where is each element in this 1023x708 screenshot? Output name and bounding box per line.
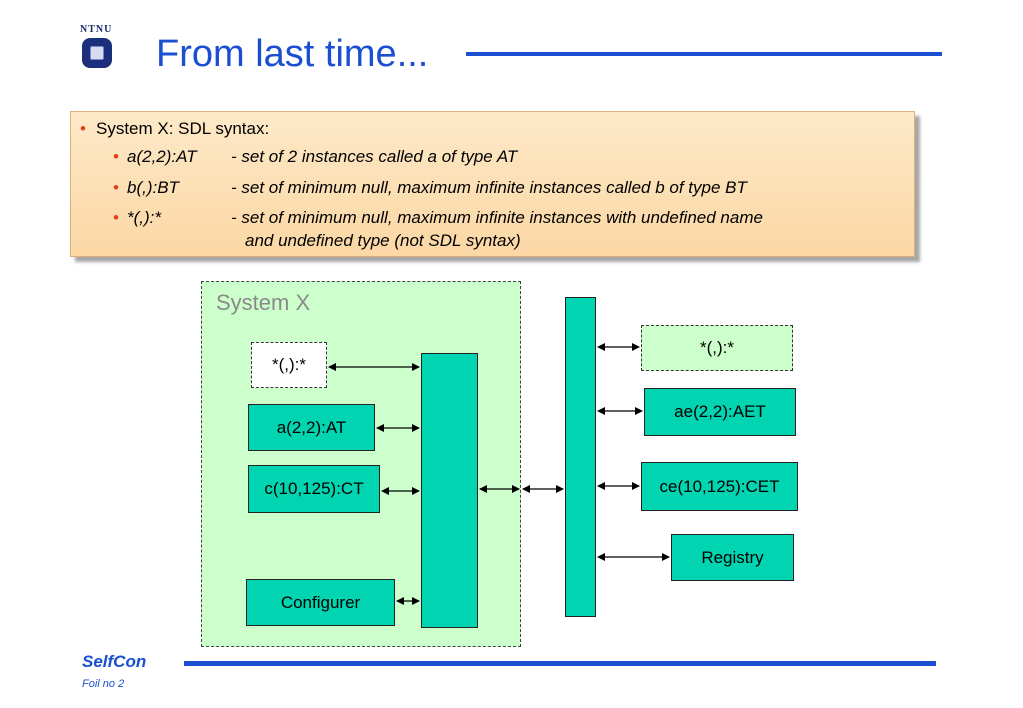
system-x-label: System X <box>216 290 311 315</box>
footer-title: SelfCon <box>82 652 147 671</box>
bullet-desc: - set of 2 instances called a of type AT <box>231 147 518 166</box>
bullet-desc-continued: and undefined type (not SDL syntax) <box>245 231 521 250</box>
page-title: From last time... <box>156 33 429 75</box>
bullet-desc: - set of minimum null, maximum infinite … <box>231 178 747 197</box>
bullet-code: b(,):BT <box>127 178 179 197</box>
block-c: c(10,125):CT <box>248 465 380 513</box>
block-configurer: Configurer <box>246 579 395 626</box>
footer-rule <box>184 661 936 666</box>
block-ae: ae(2,2):AET <box>644 388 796 436</box>
outer-wildcard-box: *(,):* <box>641 325 793 371</box>
inner-channel-bar <box>421 353 478 628</box>
bullet-dot-icon: • <box>80 119 86 138</box>
logo-emblem <box>82 38 112 68</box>
outer-channel-bar <box>565 297 596 617</box>
footer-foil-number: Foil no 2 <box>82 678 125 690</box>
ntnu-logo: NTNU <box>80 24 130 82</box>
bullet-dot-icon: • <box>113 147 119 166</box>
bullet-dot-icon: • <box>113 178 119 197</box>
title-rule <box>466 52 942 56</box>
block-registry: Registry <box>671 534 794 581</box>
bullet-code: *(,):* <box>127 208 161 227</box>
bullet-item: • b(,):BT - set of minimum null, maximum i… <box>113 178 747 198</box>
bullet-main: • System X: SDL syntax: <box>80 119 269 139</box>
bullet-item: • *(,):* - set of minimum null, maximum in… <box>113 208 763 228</box>
bullet-code: a(2,2):AT <box>127 147 197 166</box>
bullet-dot-icon: • <box>113 208 119 227</box>
logo-text: NTNU <box>80 24 113 35</box>
bullet-desc: - set of minimum null, maximum infinite … <box>231 208 763 227</box>
bullet-main-text: System X: SDL syntax: <box>96 119 270 138</box>
block-ce: ce(10,125):CET <box>641 462 798 511</box>
bullet-box <box>70 111 915 257</box>
inner-wildcard-box: *(,):* <box>251 342 327 388</box>
block-a: a(2,2):AT <box>248 404 375 451</box>
bullet-item: • a(2,2):AT - set of 2 instances called a … <box>113 147 517 167</box>
